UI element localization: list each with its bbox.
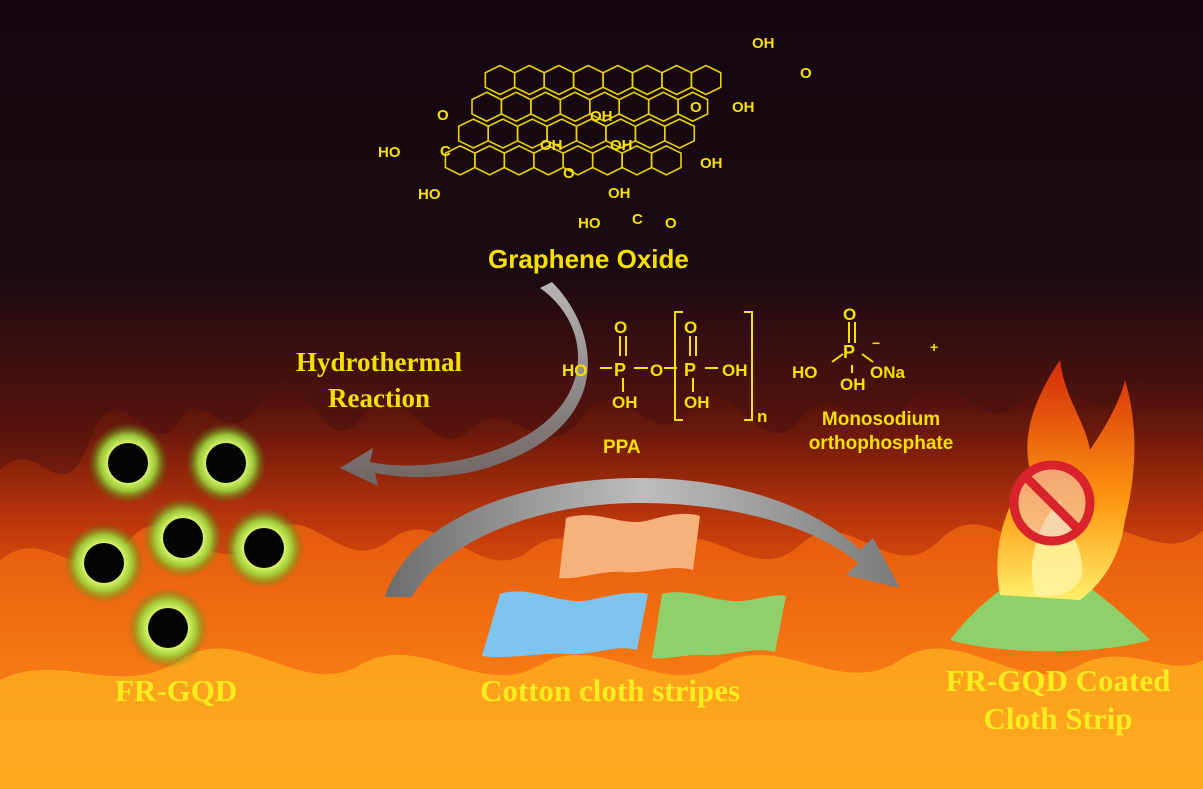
graphene-atom-label: O — [800, 65, 812, 82]
cotton-cloth-label: Cotton cloth stripes — [480, 673, 741, 708]
monosodium-line1: Monosodium — [821, 409, 941, 430]
graphene-atom-label: C — [632, 211, 643, 228]
gqd-dot — [244, 528, 284, 568]
chem-atom-label: HO — [562, 361, 588, 380]
coated-line2: Cloth Strip — [983, 701, 1133, 736]
graphene-atom-label: OH — [752, 35, 775, 52]
hydrothermal-arrow — [340, 282, 588, 486]
gqd-dot — [84, 543, 124, 583]
chem-atom-label: OH — [722, 361, 748, 380]
chem-atom-label: + — [930, 339, 938, 355]
graphene-atom-label: C — [440, 143, 451, 160]
cloth-orange — [559, 513, 700, 579]
graphene-atom-label: O — [665, 215, 677, 232]
graphene-atom-label: O — [690, 99, 702, 116]
coated-cloth-label: FR-GQD Coated Cloth Strip — [918, 662, 1198, 738]
chem-atom-label: O — [843, 305, 856, 324]
graphene-ring — [690, 64, 722, 96]
hydrothermal-reaction-label: Hydrothermal Reaction — [296, 344, 462, 416]
graphene-atom-label: HO — [418, 186, 441, 203]
flames-background — [0, 377, 1203, 789]
chem-atom-label: OH — [840, 375, 866, 394]
chem-atom-label: O — [614, 318, 627, 337]
cloth-green — [652, 592, 786, 659]
cloth-blue — [482, 591, 648, 658]
graphene-atom-label: HO — [578, 215, 601, 232]
graphene-atom-label: HO — [378, 144, 401, 161]
graphene-atom-label: O — [563, 165, 575, 182]
chem-atom-label: OH — [612, 393, 638, 412]
cotton-cloth-stripes — [482, 513, 786, 659]
fr-gqd-label: FR-GQD — [115, 673, 238, 708]
ppa-structure — [600, 311, 874, 421]
coated-cloth — [950, 560, 1150, 652]
graphene-atom-label: OH — [700, 155, 723, 172]
gqd-dot — [108, 443, 148, 483]
graphene-atom-label: O — [437, 107, 449, 124]
graphene-ring — [650, 145, 682, 176]
chem-atom-label: O — [684, 318, 697, 337]
fr-gqd-dots — [64, 423, 304, 668]
prohibition-icon — [1009, 460, 1095, 546]
monosodium-line2: orthophosphate — [808, 433, 954, 454]
chem-atom-label: P — [843, 342, 855, 362]
hydrothermal-line1: Hydrothermal — [296, 347, 462, 377]
chem-atom-label: P — [614, 360, 626, 380]
coating-arrow — [385, 478, 900, 597]
chem-atom-label: O — [650, 361, 663, 380]
graphene-oxide-label: Graphene Oxide — [488, 244, 689, 274]
graphene-atom-label: OH — [608, 185, 631, 202]
coated-cloth-strip — [950, 360, 1150, 652]
hydrothermal-line2: Reaction — [328, 383, 430, 413]
graphene-atom-label: OH — [540, 137, 563, 154]
chem-atom-label: OH — [684, 393, 710, 412]
gqd-dot — [163, 518, 203, 558]
graphene-atom-label: OH — [610, 137, 633, 154]
chem-atom-label: n — [757, 407, 767, 426]
graphene-atom-label: OH — [732, 99, 755, 116]
graphene-ring — [677, 91, 709, 123]
chem-atom-label: − — [872, 335, 880, 351]
gqd-dot — [206, 443, 246, 483]
monosodium-orthophosphate-label: Monosodium orthophosphate — [776, 408, 986, 456]
graphene-ring — [663, 118, 696, 149]
graphene-atom-label: OH — [590, 108, 613, 125]
ppa-label: PPA — [603, 437, 641, 458]
chem-atom-label: HO — [792, 363, 818, 382]
coated-line1: FR-GQD Coated — [945, 663, 1171, 698]
chem-atom-label: ONa — [870, 363, 906, 382]
gqd-dot — [148, 608, 188, 648]
chem-atom-label: P — [684, 360, 696, 380]
